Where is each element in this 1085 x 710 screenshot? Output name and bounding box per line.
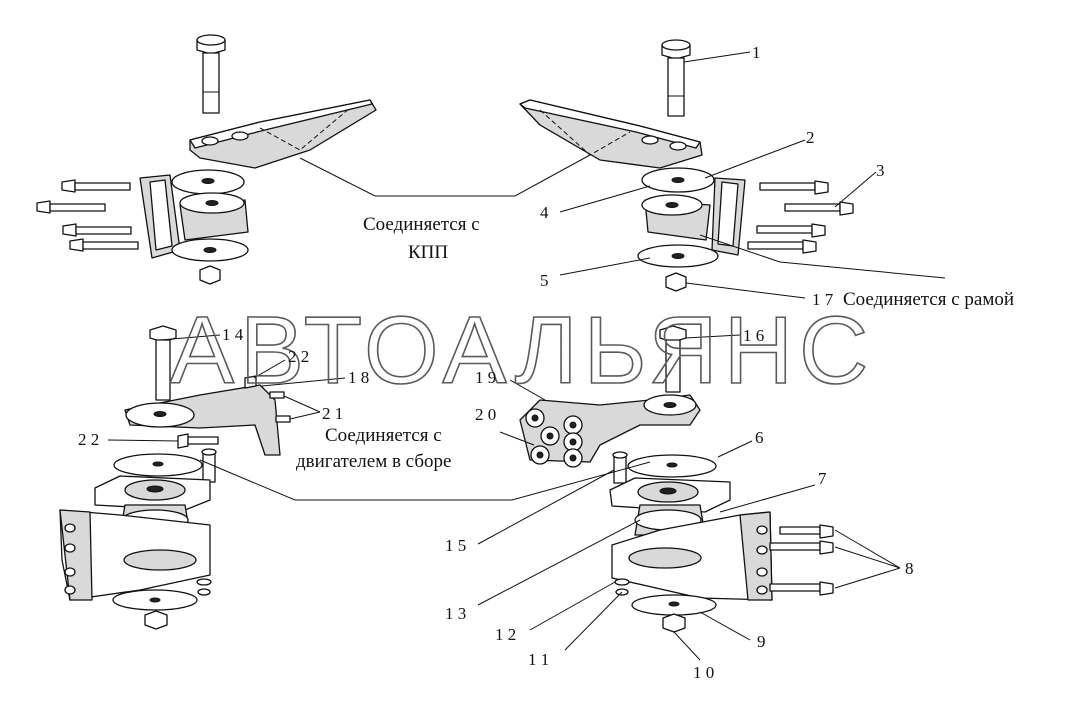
callout-2: 2 xyxy=(806,128,815,147)
note-engine-line2: двигателем в сборе xyxy=(296,451,451,472)
callout-16: 1 6 xyxy=(743,326,764,345)
bottom-left-mount-assembly xyxy=(59,453,212,630)
right-mount-body xyxy=(637,167,746,292)
callout-10: 1 0 xyxy=(693,663,714,682)
left-mount-body xyxy=(139,169,249,285)
top-right-mount-assembly xyxy=(519,39,854,292)
callout-11: 1 1 xyxy=(528,650,549,669)
top-left-mount-assembly xyxy=(36,34,377,285)
bolt-vertical xyxy=(661,39,691,117)
callout-5: 5 xyxy=(540,271,549,290)
callout-22-top: 2 2 xyxy=(288,347,309,366)
callout-21: 2 1 xyxy=(322,404,343,423)
callout-22-left: 2 2 xyxy=(78,430,99,449)
engine-bracket-left xyxy=(124,325,291,483)
callout-7: 7 xyxy=(818,469,827,488)
note-kpp-line1: Соединяется с xyxy=(363,214,480,235)
note-kpp-line2: КПП xyxy=(408,242,448,263)
callout-3: 3 xyxy=(876,161,885,180)
watermark: АВТОАЛЬЯНС xyxy=(170,297,874,404)
engine-bracket-right xyxy=(519,325,701,484)
callout-19: 1 9 xyxy=(475,368,496,387)
callout-13: 1 3 xyxy=(445,604,466,623)
callout-15: 1 5 xyxy=(445,536,466,555)
side-bolts-left xyxy=(36,179,139,252)
callout-18: 1 8 xyxy=(348,368,369,387)
callout-8: 8 xyxy=(905,559,914,578)
leader-lines xyxy=(107,51,946,661)
callout-17: 1 7 xyxy=(812,290,834,309)
kpp-bracket xyxy=(189,99,377,169)
callout-12: 1 2 xyxy=(495,625,516,644)
callout-14: 1 4 xyxy=(222,325,244,344)
callout-6: 6 xyxy=(755,428,764,447)
kpp-bracket-right xyxy=(519,99,703,169)
note-engine-line1: Соединяется с xyxy=(325,425,442,446)
bolt-vertical xyxy=(196,34,226,114)
callout-1: 1 xyxy=(752,43,761,62)
callout-9: 9 xyxy=(757,632,766,651)
side-bolts-right xyxy=(747,180,854,254)
note-frame: Соединяется с рамой xyxy=(843,289,1014,310)
callout-4: 4 xyxy=(540,203,549,222)
callout-20: 2 0 xyxy=(475,405,496,424)
bottom-right-mount-assembly xyxy=(609,454,834,633)
